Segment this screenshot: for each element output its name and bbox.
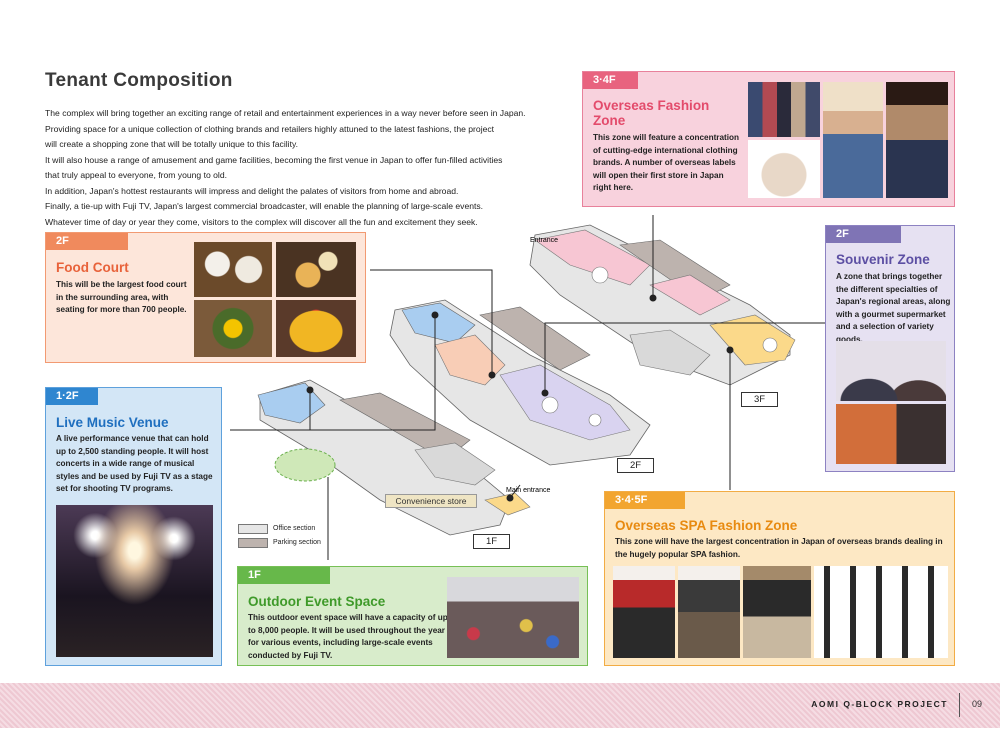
- concert-photo: [56, 505, 213, 657]
- spa-fashion-floor-tag: 3·4·5F: [605, 492, 685, 509]
- food-photo-ramen: [276, 242, 356, 297]
- live-music-title: Live Music Venue: [56, 415, 169, 430]
- boutique-photo: [748, 82, 820, 137]
- footer-brand: AOMI Q-BLOCK PROJECT: [811, 699, 948, 709]
- outdoor-event-floor-tag: 1F: [238, 567, 330, 584]
- floor-label-1f: 1F: [473, 534, 511, 549]
- food-court-box: 2F Food Court This will be the largest f…: [45, 232, 366, 363]
- floor-3f-plan: [529, 224, 796, 386]
- spa-fashion-desc: This zone will have the largest concentr…: [615, 537, 943, 559]
- spa-model-photo-1: [613, 566, 675, 658]
- overseas-fashion-floor-tag: 3·4F: [583, 72, 638, 89]
- floor-2f-plan: [389, 299, 651, 466]
- fans-photo: [836, 341, 946, 401]
- leader-lines: [230, 215, 825, 560]
- page-title: Tenant Composition: [45, 70, 233, 91]
- footer-separator: [959, 693, 960, 717]
- legend-parking-swatch: [238, 538, 268, 548]
- spa-fashion-box: 3·4·5F Overseas SPA Fashion Zone This zo…: [604, 491, 955, 666]
- outdoor-event-box: 1F Outdoor Event Space This outdoor even…: [237, 566, 588, 666]
- food-photo-bowl: [194, 300, 272, 357]
- spa-model-photo-3: [743, 566, 811, 658]
- food-photo-omurice: [276, 300, 356, 357]
- intro-line: will create a shopping zone that will be…: [45, 139, 299, 149]
- souvenir-desc: A zone that brings together the differen…: [836, 272, 951, 344]
- legend-office-swatch: [238, 524, 268, 534]
- live-music-desc: A live performance venue that can hold u…: [56, 434, 213, 493]
- model-photo-female: [823, 82, 883, 198]
- spa-fashion-title: Overseas SPA Fashion Zone: [615, 518, 798, 533]
- intro-line: It will also house a range of amusement …: [45, 154, 503, 165]
- intro-line: Whatever time of day or year they come, …: [45, 216, 478, 227]
- food-court-desc: This will be the largest food court in t…: [56, 280, 187, 314]
- goods-photo: [836, 404, 946, 464]
- floor-label-2f: 2F: [617, 458, 655, 473]
- main-entrance-label: Main entrance: [506, 487, 550, 494]
- legend-office-label: Office section: [273, 525, 316, 532]
- legend-parking-label: Parking section: [273, 539, 321, 546]
- live-music-floor-tag: 1·2F: [46, 388, 98, 405]
- live-music-box: 1·2F Live Music Venue A live performance…: [45, 387, 222, 666]
- overseas-fashion-title: Overseas Fashion Zone: [593, 98, 710, 128]
- food-photo-dumplings: [194, 242, 272, 297]
- page-number: 09: [971, 699, 982, 709]
- convenience-store-label: Convenience store: [385, 494, 477, 508]
- souvenir-floor-tag: 2F: [826, 226, 901, 243]
- crowd-photo: [447, 577, 579, 658]
- food-court-title: Food Court: [56, 260, 129, 275]
- entrance-label: Entrance: [530, 237, 558, 244]
- spa-model-photo-2: [678, 566, 740, 658]
- intro-line: Finally, a tie-up with Fuji TV, Japan's …: [45, 201, 484, 211]
- outdoor-event-desc: This outdoor event space will have a cap…: [248, 613, 448, 660]
- floor-label-3f: 3F: [741, 392, 779, 407]
- souvenir-box: 2F Souvenir Zone A zone that brings toge…: [825, 225, 955, 472]
- intro-line: The complex will bring together an excit…: [45, 108, 526, 118]
- model-photo-male: [886, 82, 948, 198]
- outdoor-event-title: Outdoor Event Space: [248, 594, 386, 609]
- intro-text: The complex will bring together an excit…: [45, 106, 585, 230]
- spa-model-photo-group: [814, 566, 948, 658]
- intro-line: In addition, Japan's hottest restaurants…: [45, 185, 459, 196]
- intro-line: Providing space for a unique collection …: [45, 123, 495, 134]
- footer-band: AOMI Q-BLOCK PROJECT 09: [0, 683, 1000, 728]
- overseas-fashion-box: 3·4F Overseas Fashion Zone This zone wil…: [582, 71, 955, 207]
- handbag-photo: [748, 140, 820, 198]
- intro-line: that truly appeal to everyone, from youn…: [45, 170, 228, 180]
- overseas-fashion-desc: This zone will feature a concentration o…: [593, 133, 740, 192]
- food-court-floor-tag: 2F: [46, 233, 128, 250]
- souvenir-title: Souvenir Zone: [836, 252, 930, 267]
